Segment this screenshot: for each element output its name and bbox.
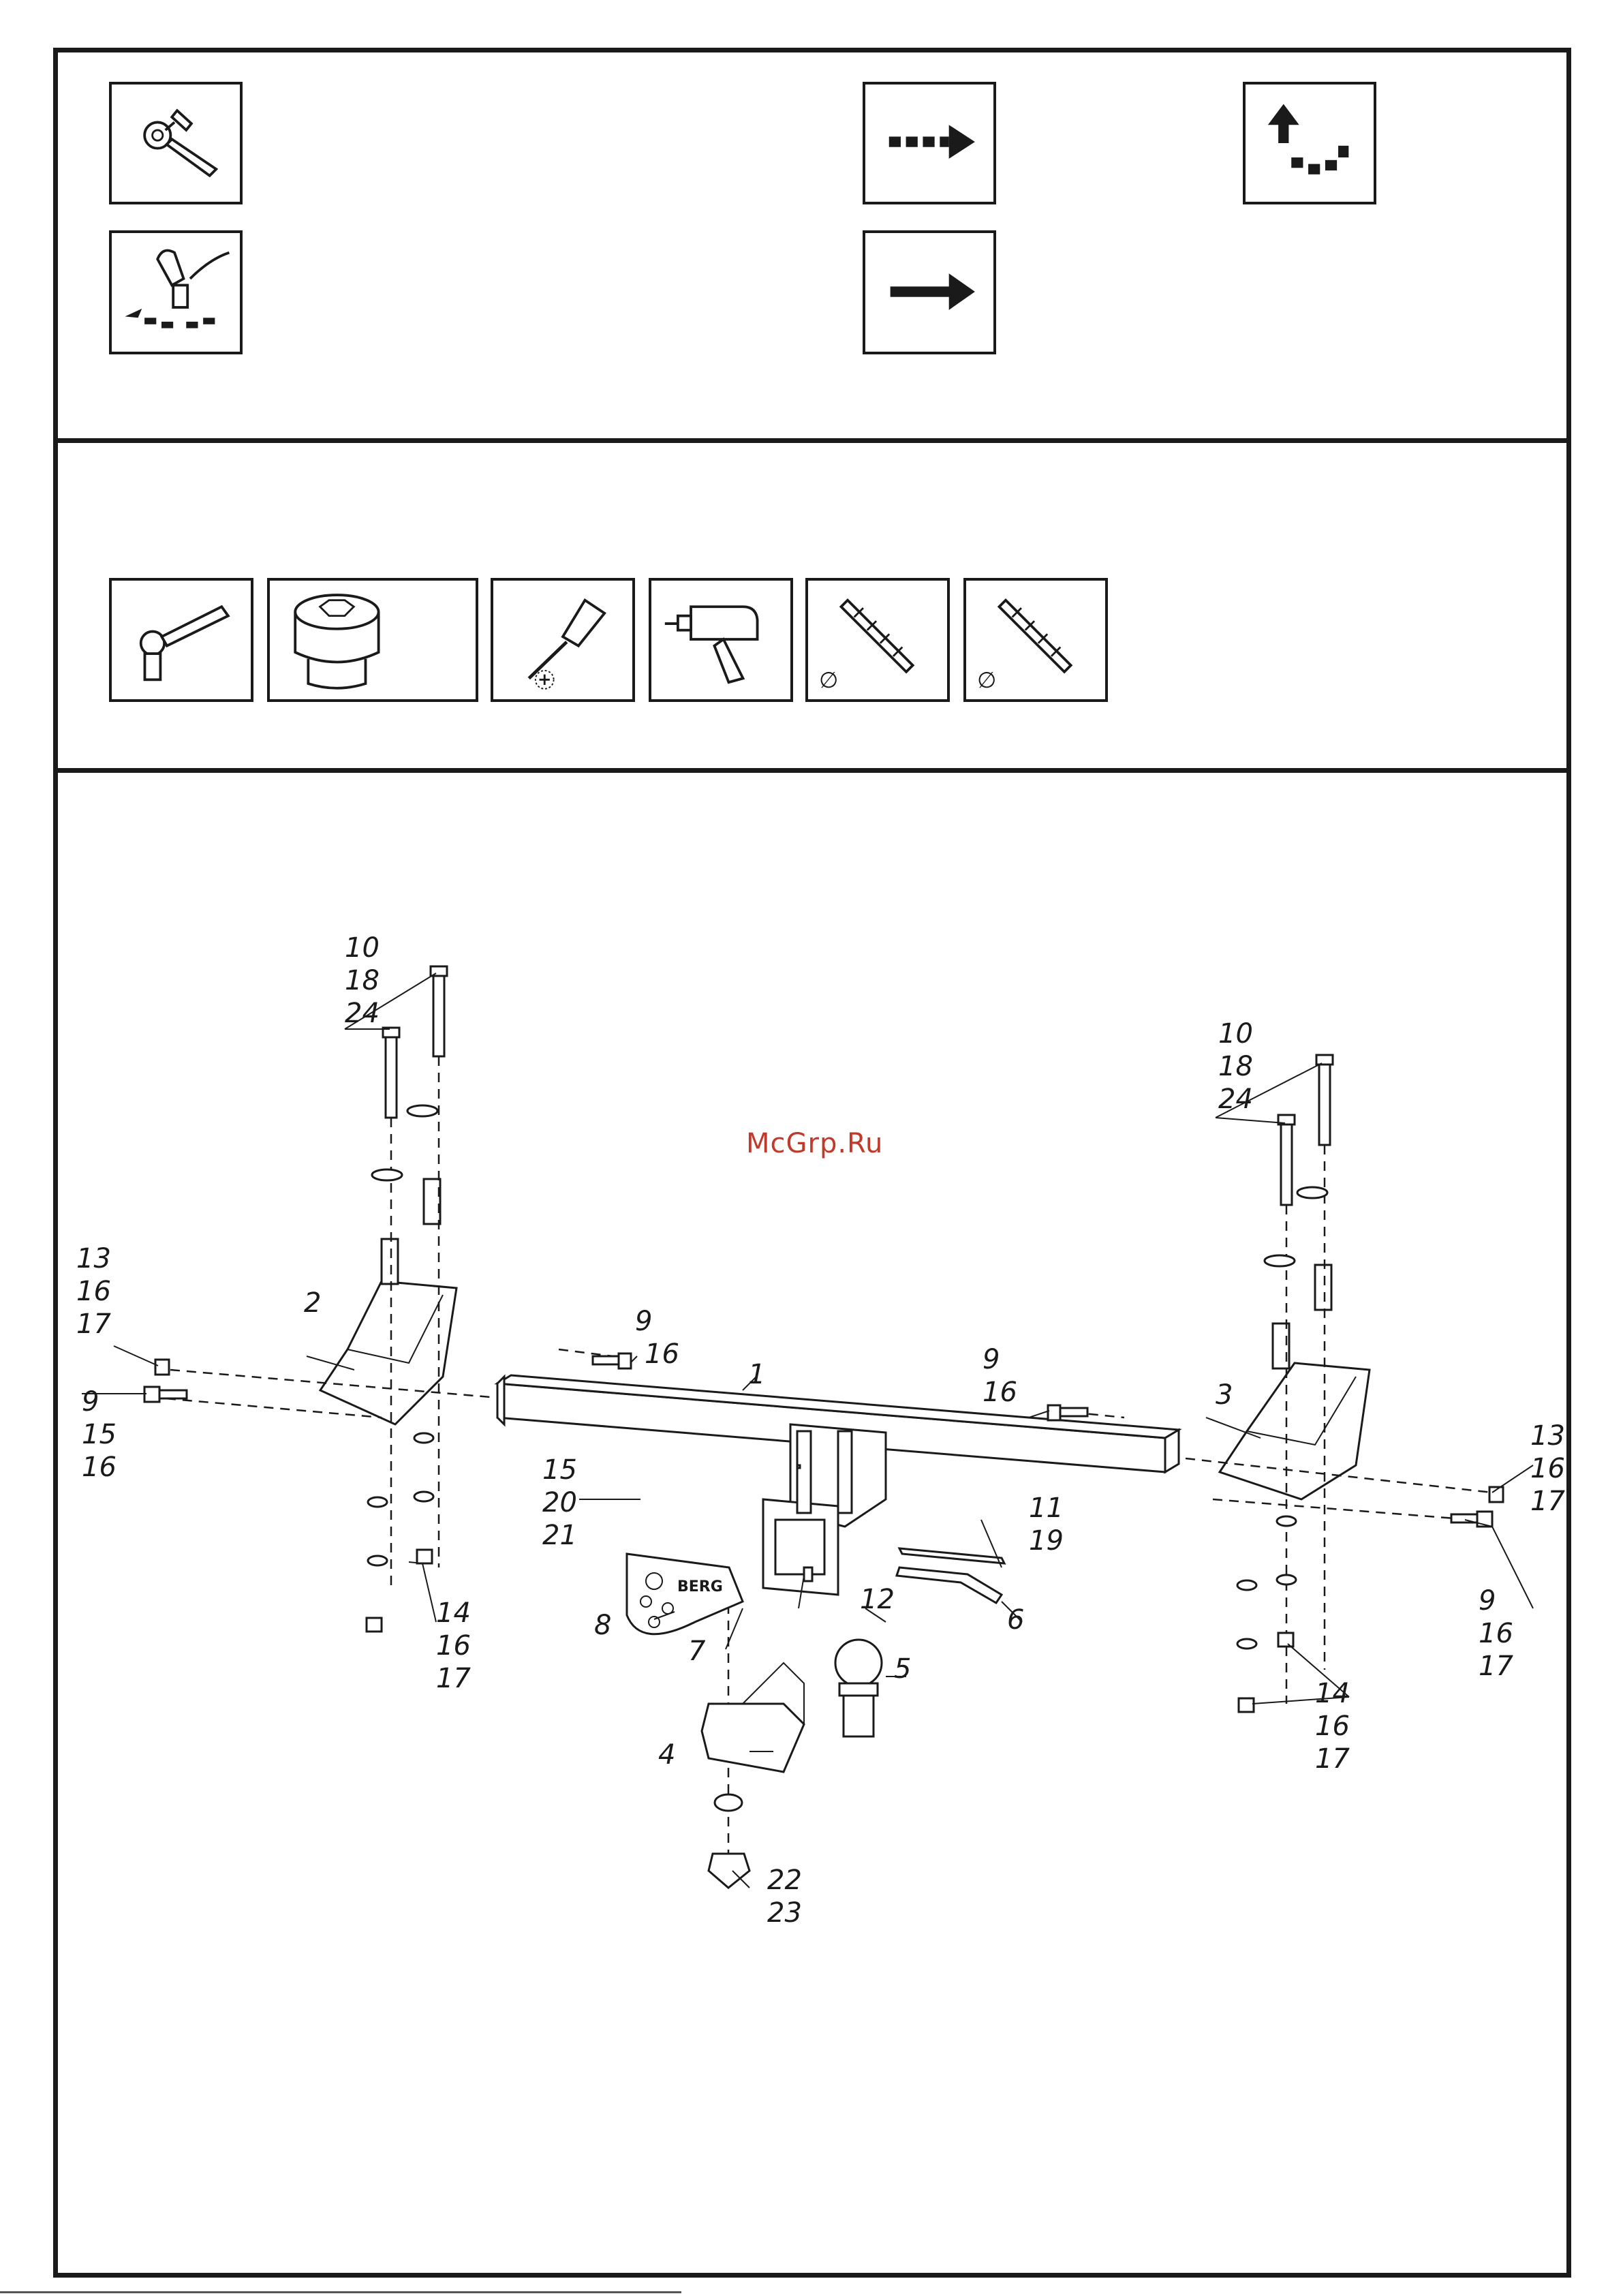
callout-4: 4: [658, 1739, 675, 1771]
electrical-socket: BERG: [627, 1554, 743, 1634]
watermark-text: McGrp.Ru: [746, 1128, 883, 1159]
callout-9-15-16-left: 9 15 16: [82, 1386, 125, 1483]
callout-13-16-17-right: 13 16 17: [1530, 1420, 1574, 1517]
callout-12: 12: [860, 1584, 895, 1615]
callout-6: 6: [1007, 1604, 1024, 1636]
callout-2: 2: [304, 1287, 321, 1319]
callout-10-18-24-right: 10 18 24: [1218, 1018, 1262, 1115]
locking-pin: [897, 1548, 1004, 1603]
callout-11-19: 11 19: [1029, 1493, 1072, 1557]
socket-brand-label: BERG: [677, 1578, 723, 1595]
callout-9-16-17-right: 9 16 17: [1479, 1585, 1522, 1682]
center-receiver-bracket: [763, 1424, 886, 1595]
callout-22-23: 22 23: [767, 1865, 811, 1929]
callout-13-16-17-left: 13 16 17: [76, 1243, 120, 1340]
callout-10-18-24-left: 10 18 24: [345, 932, 388, 1029]
callout-14-16-17-right: 14 16 17: [1315, 1678, 1359, 1775]
long-bolts: [383, 966, 1333, 1205]
callout-8: 8: [594, 1610, 611, 1641]
callout-15-20-21: 15 20 21: [542, 1454, 586, 1551]
callout-14-16-17-left: 14 16 17: [436, 1597, 480, 1694]
callout-9-16-right: 9 16: [983, 1344, 1017, 1408]
callout-1: 1: [748, 1359, 765, 1390]
callout-5: 5: [894, 1653, 911, 1685]
callout-7: 7: [688, 1636, 706, 1667]
callout-9-16-center: 9 16: [635, 1306, 679, 1370]
callout-3: 3: [1216, 1379, 1233, 1411]
footer-rule: [0, 2291, 681, 2293]
